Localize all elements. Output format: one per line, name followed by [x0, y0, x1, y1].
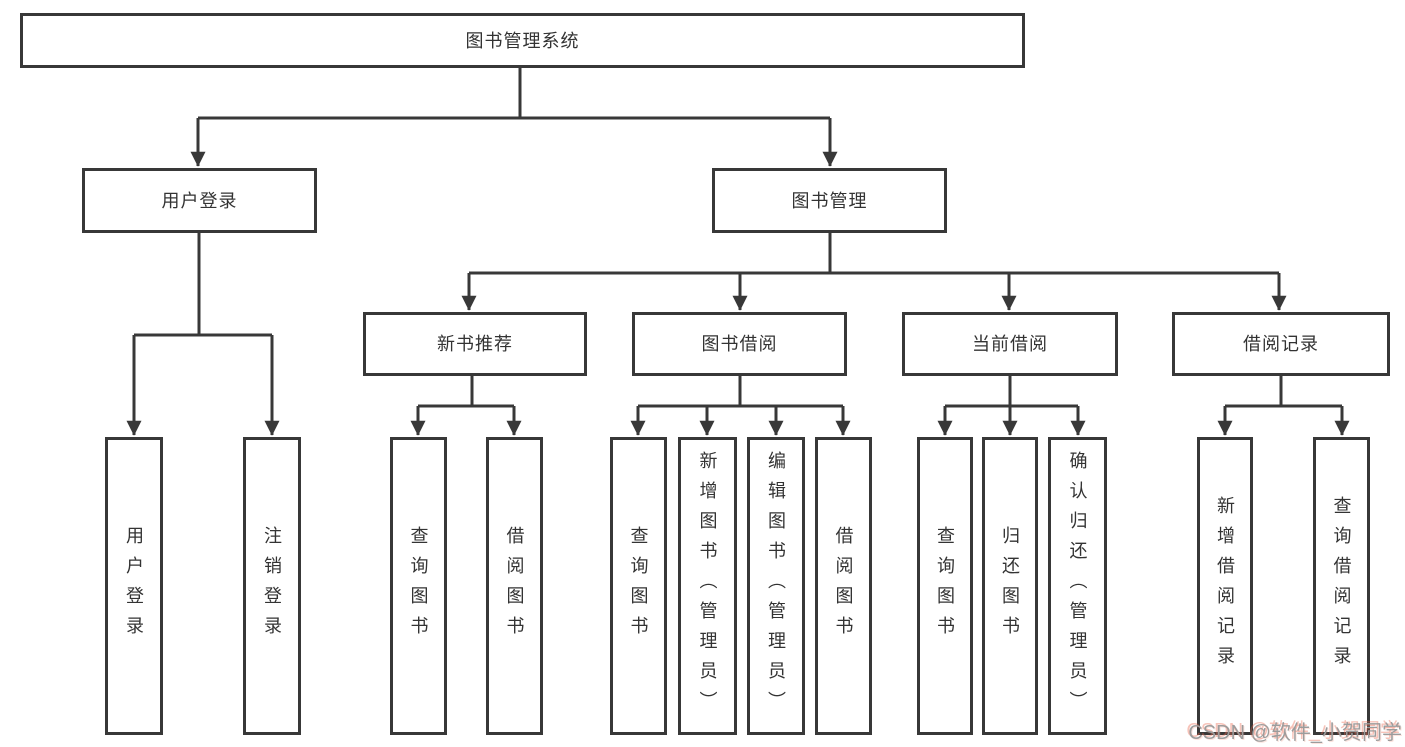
- node-borrow-records: 借阅记录: [1172, 312, 1390, 376]
- leaf-query-books-current: 查询图书: [917, 437, 973, 735]
- node-label: 当前借阅: [972, 334, 1048, 354]
- leaf-return-books: 归还图书: [982, 437, 1038, 735]
- leaf-borrow-books: 借阅图书: [815, 437, 872, 735]
- leaf-logout: 注销登录: [243, 437, 301, 735]
- node-label: 归还图书: [1000, 526, 1020, 646]
- leaf-borrow-books-recommend: 借阅图书: [486, 437, 543, 735]
- leaf-add-books-admin: 新增图书（管理员）: [678, 437, 737, 735]
- node-label: 新增借阅记录: [1215, 496, 1235, 676]
- node-label: 新增图书（管理员）: [697, 451, 718, 721]
- node-label: 查询图书: [935, 526, 955, 646]
- node-label: 查询图书: [408, 526, 429, 646]
- node-label: 查询图书: [628, 526, 649, 646]
- leaf-query-borrow-record: 查询借阅记录: [1313, 437, 1370, 735]
- node-label: 注销登录: [262, 526, 282, 646]
- node-label: 图书管理: [791, 190, 868, 211]
- leaf-query-books-borrow: 查询图书: [610, 437, 667, 735]
- node-label: 用户登录: [124, 526, 144, 646]
- leaf-user-login: 用户登录: [105, 437, 163, 735]
- leaf-query-books-recommend: 查询图书: [390, 437, 447, 735]
- leaf-confirm-return-admin: 确认归还（管理员）: [1048, 437, 1107, 735]
- node-label: 借阅记录: [1243, 334, 1319, 354]
- node-label: 图书管理系统: [465, 30, 580, 51]
- node-current-borrow: 当前借阅: [902, 312, 1118, 376]
- node-label: 新书推荐: [437, 334, 513, 354]
- node-label: 借阅图书: [504, 526, 525, 646]
- node-label: 查询借阅记录: [1331, 496, 1352, 676]
- leaf-edit-books-admin: 编辑图书（管理员）: [747, 437, 805, 735]
- node-label: 编辑图书（管理员）: [766, 451, 786, 721]
- node-label: 用户登录: [161, 190, 238, 211]
- node-book-borrow: 图书借阅: [632, 312, 847, 376]
- node-user-login: 用户登录: [82, 168, 317, 233]
- node-label: 确认归还（管理员）: [1067, 451, 1088, 721]
- node-label: 图书借阅: [701, 334, 778, 354]
- leaf-add-borrow-record: 新增借阅记录: [1197, 437, 1253, 735]
- node-new-book-recommend: 新书推荐: [363, 312, 587, 376]
- node-label: 借阅图书: [833, 526, 854, 646]
- node-book-management: 图书管理: [712, 168, 947, 233]
- node-root-system: 图书管理系统: [20, 13, 1025, 68]
- csdn-watermark: CSDN @软件_小贺同学: [1188, 722, 1402, 744]
